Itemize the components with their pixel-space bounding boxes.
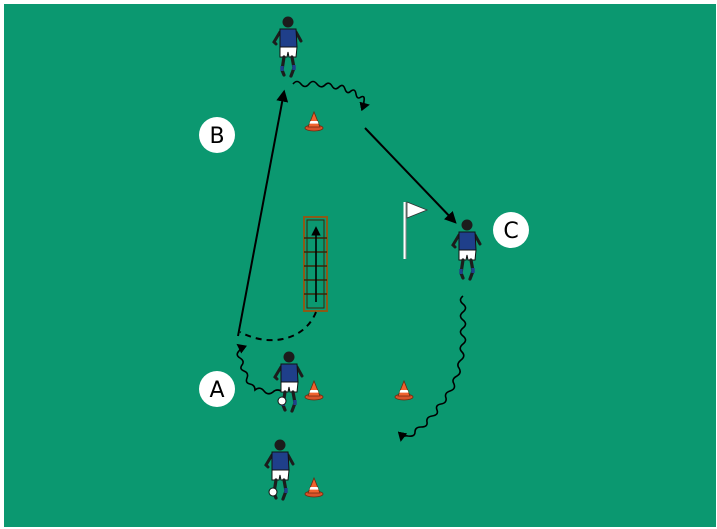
station-label-b-text: B: [209, 124, 224, 149]
run-arrow-to-c: [364, 127, 457, 224]
dribble-path-b: [292, 80, 370, 112]
station-label-b: B: [199, 117, 235, 153]
station-label-a-text: A: [209, 378, 224, 403]
pass-arrow-a-to-b: [237, 89, 289, 337]
corner-flag: [403, 201, 429, 259]
dribble-path-a: [236, 343, 284, 395]
station-label-c: C: [493, 212, 529, 248]
ball: [277, 396, 287, 406]
ball: [268, 487, 278, 497]
station-label-a: A: [199, 371, 235, 407]
pitch-background: [4, 4, 716, 527]
station-label-c-text: C: [503, 219, 518, 244]
dashed-run-path: [239, 311, 317, 342]
dribble-path-c: [397, 295, 467, 442]
